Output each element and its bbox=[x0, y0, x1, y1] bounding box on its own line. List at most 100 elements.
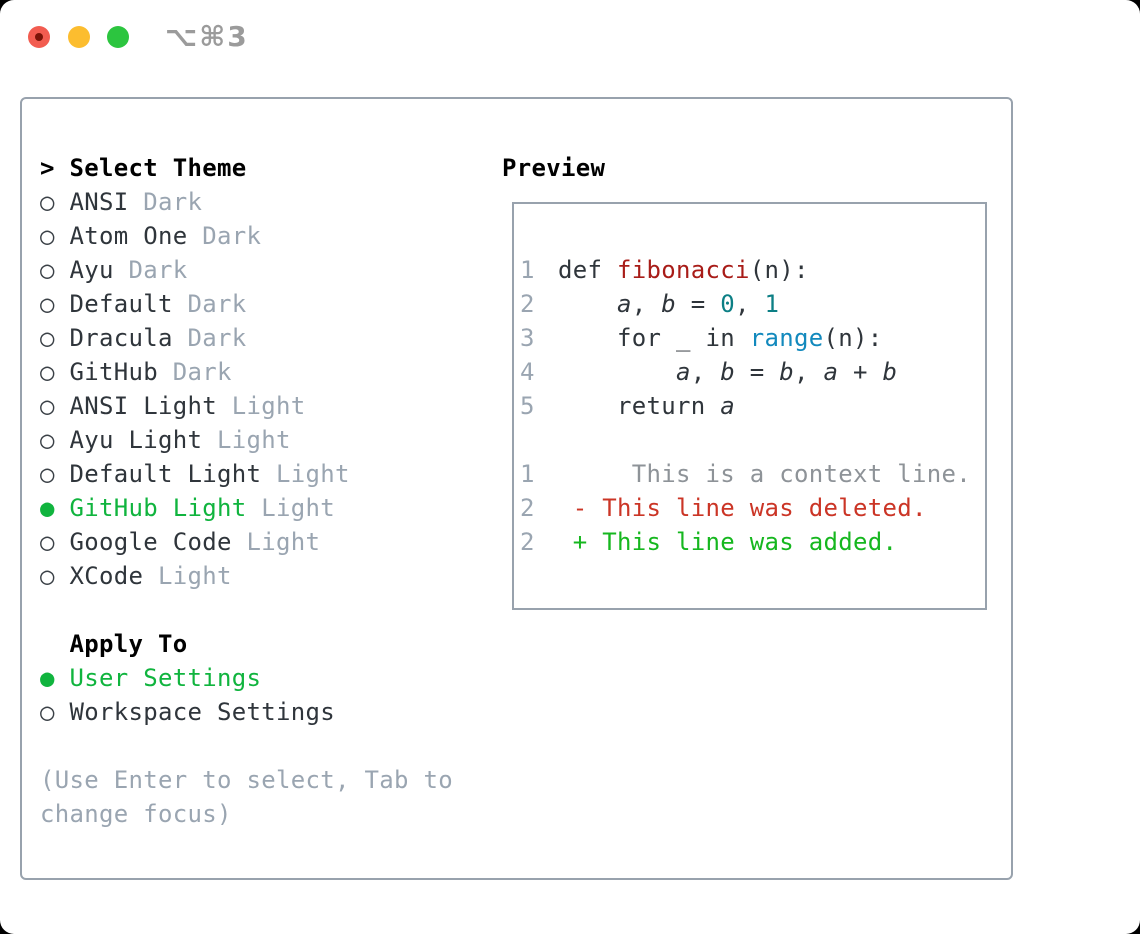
code-segment: a bbox=[617, 290, 632, 318]
theme-variant: Dark bbox=[158, 358, 232, 386]
theme-name: ANSI Light bbox=[69, 392, 217, 420]
code-segment: This is a context line. bbox=[558, 460, 971, 488]
code-segment: b bbox=[779, 358, 794, 386]
code-segment bbox=[735, 324, 750, 352]
code-segment: - This line was deleted. bbox=[558, 494, 927, 522]
code-line: 2 - This line was deleted. bbox=[520, 491, 985, 525]
theme-variant: Light bbox=[143, 562, 232, 590]
theme-variant: Light bbox=[231, 528, 321, 556]
theme-name: Google Code bbox=[69, 528, 232, 556]
radio-icon: ○ bbox=[40, 324, 70, 352]
code-line: 2 + This line was added. bbox=[520, 525, 985, 559]
radio-icon: ○ bbox=[40, 358, 70, 386]
radio-icon: ○ bbox=[40, 698, 70, 726]
select-theme-header: > Select Theme bbox=[40, 151, 453, 185]
spacer-row bbox=[40, 729, 453, 763]
code-segment: def bbox=[558, 256, 617, 284]
apply-to-label: Apply To bbox=[40, 630, 188, 658]
theme-option-ansi-light[interactable]: ○ ANSI Light Light bbox=[40, 389, 453, 423]
line-number: 2 bbox=[520, 290, 535, 318]
radio-icon: ○ bbox=[40, 562, 70, 590]
apply-option-workspace-settings[interactable]: ○ Workspace Settings bbox=[40, 695, 453, 729]
line-number: 3 bbox=[520, 324, 535, 352]
code-segment: (n): bbox=[749, 256, 809, 284]
theme-variant: Light bbox=[261, 460, 350, 488]
apply-option-user-settings[interactable]: ● User Settings bbox=[40, 661, 453, 695]
blank-line bbox=[520, 423, 985, 457]
line-number: 2 bbox=[520, 528, 535, 556]
theme-name: Dracula bbox=[69, 324, 173, 352]
window-title: ⌥⌘3 bbox=[165, 20, 249, 53]
theme-name: Ayu bbox=[69, 256, 114, 284]
record-dot-icon bbox=[35, 33, 43, 41]
code-line: 4 a, b = b, a + b bbox=[520, 355, 985, 389]
code-line: 3 for _ in range(n): bbox=[520, 321, 985, 355]
radio-icon: ○ bbox=[40, 290, 70, 318]
line-number: 5 bbox=[520, 392, 535, 420]
line-number: 1 bbox=[520, 256, 535, 284]
hint-line-1: (Use Enter to select, Tab to bbox=[40, 766, 453, 794]
radio-icon: ○ bbox=[40, 222, 70, 250]
theme-option-default[interactable]: ○ Default Dark bbox=[40, 287, 453, 321]
code-segment: + bbox=[838, 358, 883, 386]
theme-variant: Dark bbox=[128, 188, 203, 216]
code-segment: , bbox=[794, 358, 824, 386]
code-line: 5 return a bbox=[520, 389, 985, 423]
theme-option-default-light[interactable]: ○ Default Light Light bbox=[40, 457, 453, 491]
radio-icon: ○ bbox=[40, 426, 70, 454]
theme-option-dracula[interactable]: ○ Dracula Dark bbox=[40, 321, 453, 355]
code-segment bbox=[706, 392, 721, 420]
theme-option-ayu[interactable]: ○ Ayu Dark bbox=[40, 253, 453, 287]
code-line: 2 a, b = 0, 1 bbox=[520, 287, 985, 321]
theme-option-atom-one[interactable]: ○ Atom One Dark bbox=[40, 219, 453, 253]
theme-name: Atom One bbox=[69, 222, 188, 250]
theme-name: GitHub Light bbox=[69, 494, 247, 522]
code-segment: 0 bbox=[720, 290, 735, 318]
theme-option-ansi[interactable]: ○ ANSI Dark bbox=[40, 185, 453, 219]
apply-option-name: Workspace Settings bbox=[69, 698, 335, 726]
theme-variant: Dark bbox=[113, 256, 188, 284]
code-segment: range bbox=[749, 324, 824, 352]
zoom-button[interactable] bbox=[107, 26, 129, 48]
code-segment: a bbox=[720, 392, 735, 420]
line-number: 1 bbox=[520, 460, 535, 488]
line-number: 2 bbox=[520, 494, 535, 522]
theme-variant: Light bbox=[202, 426, 291, 454]
code-segment: in bbox=[705, 324, 735, 352]
radio-icon: ○ bbox=[40, 528, 70, 556]
apply-option-name: User Settings bbox=[69, 664, 262, 692]
code-line: 1 def fibonacci(n): bbox=[520, 253, 985, 287]
theme-option-google-code[interactable]: ○ Google Code Light bbox=[40, 525, 453, 559]
code-segment: b bbox=[720, 358, 735, 386]
radio-icon: ○ bbox=[40, 460, 70, 488]
code-segment: b bbox=[882, 358, 898, 386]
theme-picker-panel: > Select Theme○ ANSI Dark○ Atom One Dark… bbox=[20, 97, 1013, 880]
theme-variant: Light bbox=[217, 392, 306, 420]
code-segment: a bbox=[676, 358, 691, 386]
code-segment: b bbox=[661, 290, 676, 318]
minimize-button[interactable] bbox=[68, 26, 90, 48]
radio-icon: ● bbox=[40, 664, 70, 692]
code-segment bbox=[558, 358, 676, 386]
select-theme-label: Select Theme bbox=[69, 154, 247, 182]
code-segment: fibonacci bbox=[617, 256, 750, 284]
theme-option-github-light[interactable]: ● GitHub Light Light bbox=[40, 491, 453, 525]
code-line: 1 This is a context line. bbox=[520, 457, 985, 491]
theme-variant: Light bbox=[246, 494, 335, 522]
code-segment: _ bbox=[661, 324, 706, 352]
theme-variant: Dark bbox=[172, 290, 247, 318]
radio-icon: ○ bbox=[40, 392, 70, 420]
code-segment bbox=[558, 324, 617, 352]
code-segment: , bbox=[735, 290, 765, 318]
theme-option-xcode[interactable]: ○ XCode Light bbox=[40, 559, 453, 593]
theme-name: Ayu Light bbox=[69, 426, 203, 454]
code-segment bbox=[558, 392, 617, 420]
code-segment: + This line was added. bbox=[558, 528, 898, 556]
code-segment: = bbox=[735, 358, 780, 386]
theme-name: GitHub bbox=[69, 358, 158, 386]
theme-option-ayu-light[interactable]: ○ Ayu Light Light bbox=[40, 423, 453, 457]
theme-option-github[interactable]: ○ GitHub Dark bbox=[40, 355, 453, 389]
close-button[interactable] bbox=[28, 26, 50, 48]
